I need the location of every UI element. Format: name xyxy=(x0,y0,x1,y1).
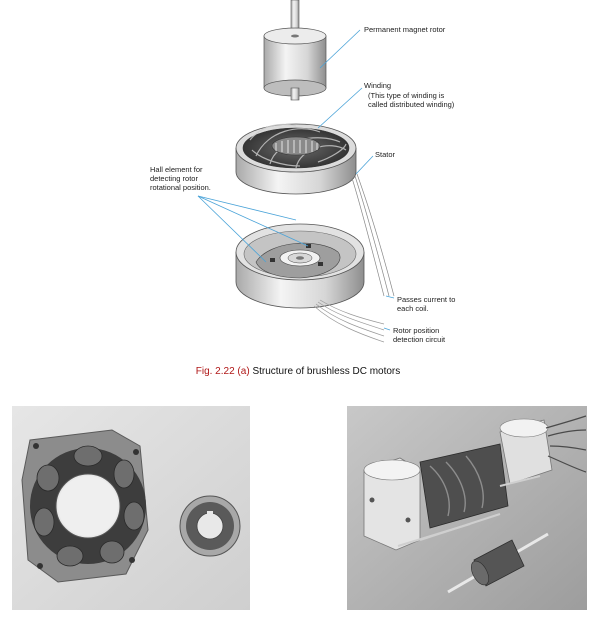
label-current-2: each coil. xyxy=(397,304,429,313)
base-housing xyxy=(235,223,385,343)
label-winding-note-1: (This type of winding is xyxy=(368,91,445,100)
label-hall-1: Hall element for xyxy=(150,165,203,174)
label-rotor: Permanent magnet rotor xyxy=(364,25,446,34)
stator-and-rotor-photo xyxy=(12,406,250,610)
label-hall-2: detecting rotor xyxy=(150,174,198,183)
stator xyxy=(235,123,395,297)
caption-title: Structure of brushless DC motors xyxy=(252,366,401,377)
label-detect-2: detection circuit xyxy=(393,335,446,344)
label-detect-1: Rotor position xyxy=(393,326,439,335)
caption-fig-number: Fig. 2.22 (a) xyxy=(195,366,250,377)
figure-caption: Fig. 2.22 (a) Structure of brushless DC … xyxy=(0,366,596,377)
label-winding-note-2: called distributed winding) xyxy=(368,100,455,109)
label-winding: Winding xyxy=(364,81,391,90)
label-current-1: Passes current to xyxy=(397,295,455,304)
disassembled-motor-photo xyxy=(347,406,587,610)
rotor xyxy=(263,0,327,101)
label-hall-3: rotational position. xyxy=(150,183,211,192)
label-stator: Stator xyxy=(375,150,396,159)
leader-lines xyxy=(197,29,395,331)
